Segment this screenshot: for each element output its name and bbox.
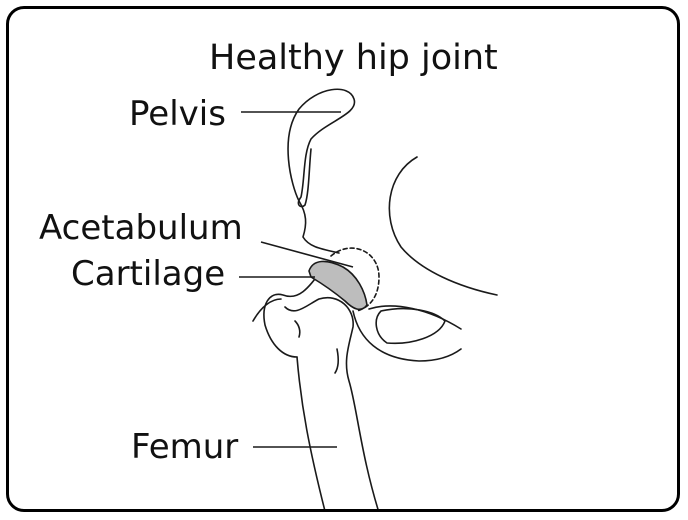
pelvis-body-outline <box>299 201 339 253</box>
femur-head-outline <box>264 271 321 357</box>
femur-line-2 <box>335 349 338 373</box>
cartilage-label: Cartilage <box>71 257 225 291</box>
pelvis-outline <box>288 89 354 206</box>
acetabulum-label: Acetabulum <box>39 211 243 245</box>
pubis-outline <box>369 306 461 329</box>
femur-label: Femur <box>131 430 238 464</box>
cartilage-shape <box>309 261 367 309</box>
femur-line-1 <box>295 321 300 337</box>
pelvis-label: Pelvis <box>129 97 226 131</box>
pelvic-rim-outline <box>389 157 497 295</box>
femur-shaft-left-outline <box>297 357 327 512</box>
acetabulum-leader-line <box>261 242 353 267</box>
diagram-title: Healthy hip joint <box>209 41 498 76</box>
ischium-lower-outline <box>353 311 461 361</box>
diagram-frame: Healthy hip joint Pelvis Acetabulum Cart… <box>6 6 680 512</box>
ischium-outline <box>376 309 445 344</box>
